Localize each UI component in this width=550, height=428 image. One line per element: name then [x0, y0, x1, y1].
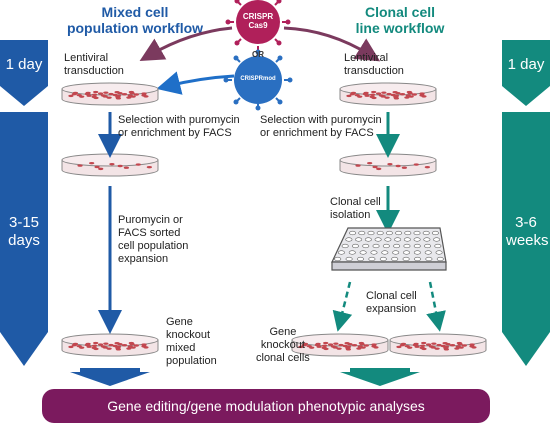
left-dish-selection — [61, 153, 159, 177]
left-dish-mixed-population — [61, 333, 159, 357]
right-result-label: Gene knockout clonal cells — [256, 326, 310, 364]
left-dish-transduction — [61, 82, 159, 106]
right-time-middle: 3-6 weeks — [506, 214, 549, 249]
left-time-middle: 3-15 days — [8, 214, 40, 249]
well-plate-icon — [331, 227, 447, 271]
crisprmod-label: CRISPRmod — [240, 76, 276, 82]
virus-to-left-arrow — [139, 26, 233, 61]
left-timeline-bar — [0, 40, 48, 366]
left-result-label: Gene knockout mixed population — [166, 316, 217, 367]
crisprmod-virus-icon — [223, 49, 293, 111]
right-timeline-bar — [502, 40, 550, 366]
right-dish-transduction — [339, 82, 437, 106]
left-bottom-arrow — [70, 368, 150, 386]
right-bottom-arrow — [340, 368, 420, 386]
crisprmod-to-left-arrow — [156, 71, 235, 95]
phenotypic-analyses-banner: Gene editing/gene modulation phenotypic … — [42, 389, 490, 423]
right-dish-selection — [339, 153, 437, 177]
crispr-cas9-virus-icon — [225, 0, 291, 50]
left-expansion-label: Puromycin or FACS sorted cell population… — [118, 214, 189, 265]
right-dashed-arrow-right — [426, 281, 446, 332]
right-dashed-arrow-left — [332, 281, 353, 332]
left-time-top: 1 day — [5, 56, 43, 73]
right-time-top: 1 day — [507, 56, 545, 73]
right-dish-clonal-right — [389, 333, 487, 357]
or-label: OR — [252, 50, 264, 59]
virus-to-right-arrow — [283, 26, 381, 62]
right-dish-clonal-left — [291, 333, 389, 357]
